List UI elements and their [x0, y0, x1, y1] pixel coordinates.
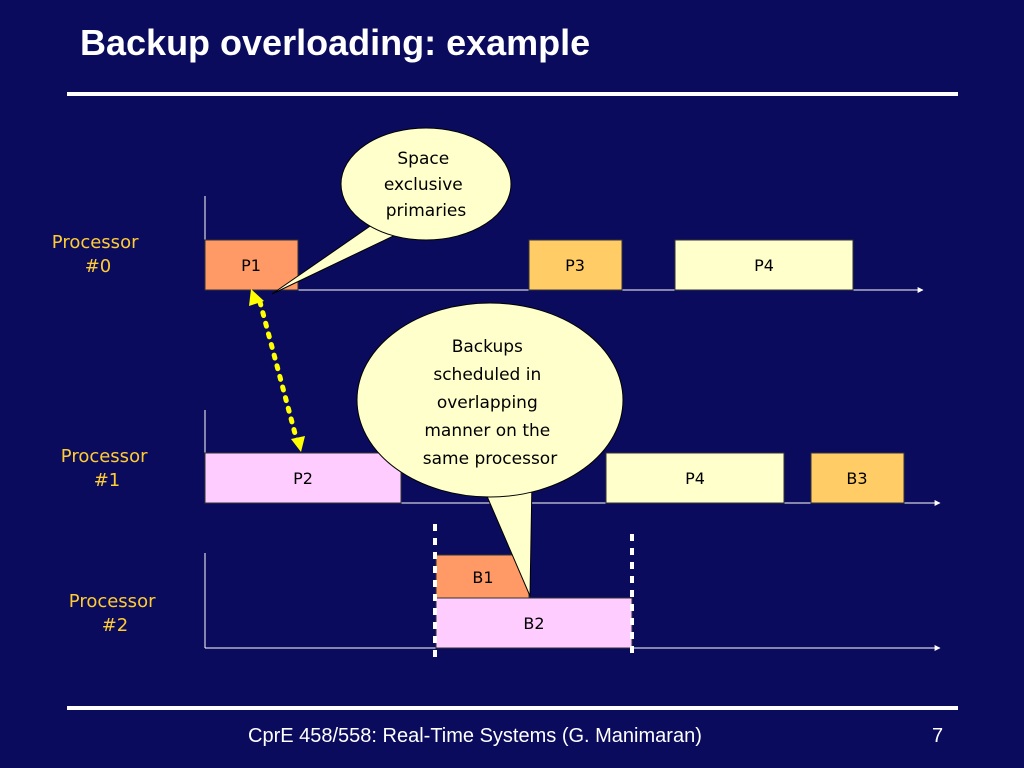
task-p4-proc1: P4	[605, 452, 785, 504]
footer-rule	[67, 706, 958, 710]
callout-1-bubble	[340, 127, 512, 241]
primary-link	[249, 289, 305, 452]
task-p3-box	[528, 239, 623, 291]
link-arrowhead-top	[249, 289, 264, 306]
title-rule	[67, 92, 958, 96]
task-b1-box	[435, 554, 530, 599]
task-b2-label: B2	[523, 614, 544, 633]
task-p1-label: P1	[241, 256, 261, 275]
task-b3-label: B3	[846, 469, 867, 488]
task-p4-proc0-label: P4	[754, 256, 774, 275]
task-p2-box	[204, 452, 402, 504]
processor-2-label: Processor #2	[69, 591, 161, 636]
task-p4-proc1-label: P4	[685, 469, 705, 488]
callout-backups-overlap: Backups scheduled in overlapping manner …	[356, 302, 624, 597]
processor-1-label: Processor #1	[61, 446, 153, 491]
footer-text: CprE 458/558: Real-Time Systems (G. Mani…	[248, 725, 702, 747]
task-b1-label: B1	[472, 568, 493, 587]
task-p1: P1	[204, 239, 299, 291]
callout-space-exclusive: Space exclusive primaries	[271, 127, 512, 295]
callout-1-text: Space exclusive primaries	[384, 149, 468, 221]
task-p3: P3	[528, 239, 623, 291]
task-p4-proc0: P4	[674, 239, 854, 291]
callout-2-bubble	[356, 302, 624, 498]
task-p4-proc1-box	[605, 452, 785, 504]
task-b1: B1	[435, 554, 530, 599]
slide-title: Backup overloading: example	[80, 22, 591, 63]
task-p3-label: P3	[565, 256, 585, 275]
task-b2: B2	[435, 597, 633, 649]
task-p4-proc0-box	[674, 239, 854, 291]
link-arrowhead-bottom	[291, 436, 305, 452]
task-p2: P2	[204, 452, 402, 504]
page-number: 7	[932, 725, 944, 747]
processor-0-label: Processor #0	[52, 232, 144, 277]
callout-2-text: Backups scheduled in overlapping manner …	[423, 337, 557, 469]
task-b3-box	[810, 452, 905, 504]
task-p2-label: P2	[293, 469, 313, 488]
task-b3: B3	[810, 452, 905, 504]
